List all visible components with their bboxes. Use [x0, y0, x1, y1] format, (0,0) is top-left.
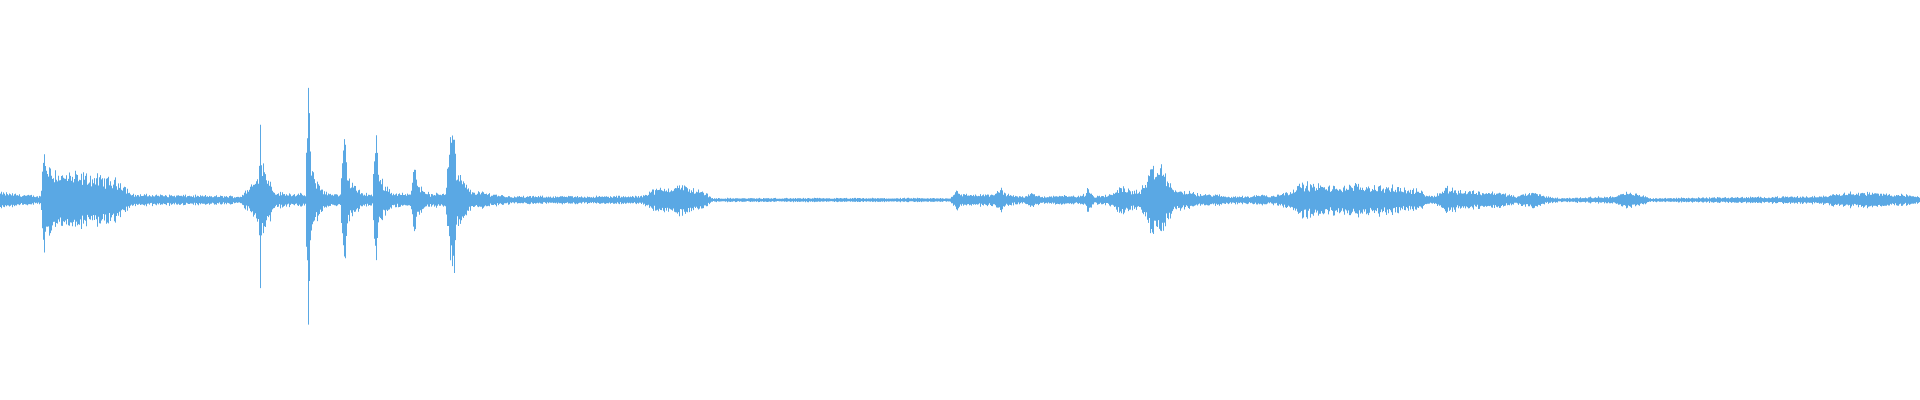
waveform-bars	[0, 87, 1920, 325]
waveform-path	[0, 87, 1920, 325]
